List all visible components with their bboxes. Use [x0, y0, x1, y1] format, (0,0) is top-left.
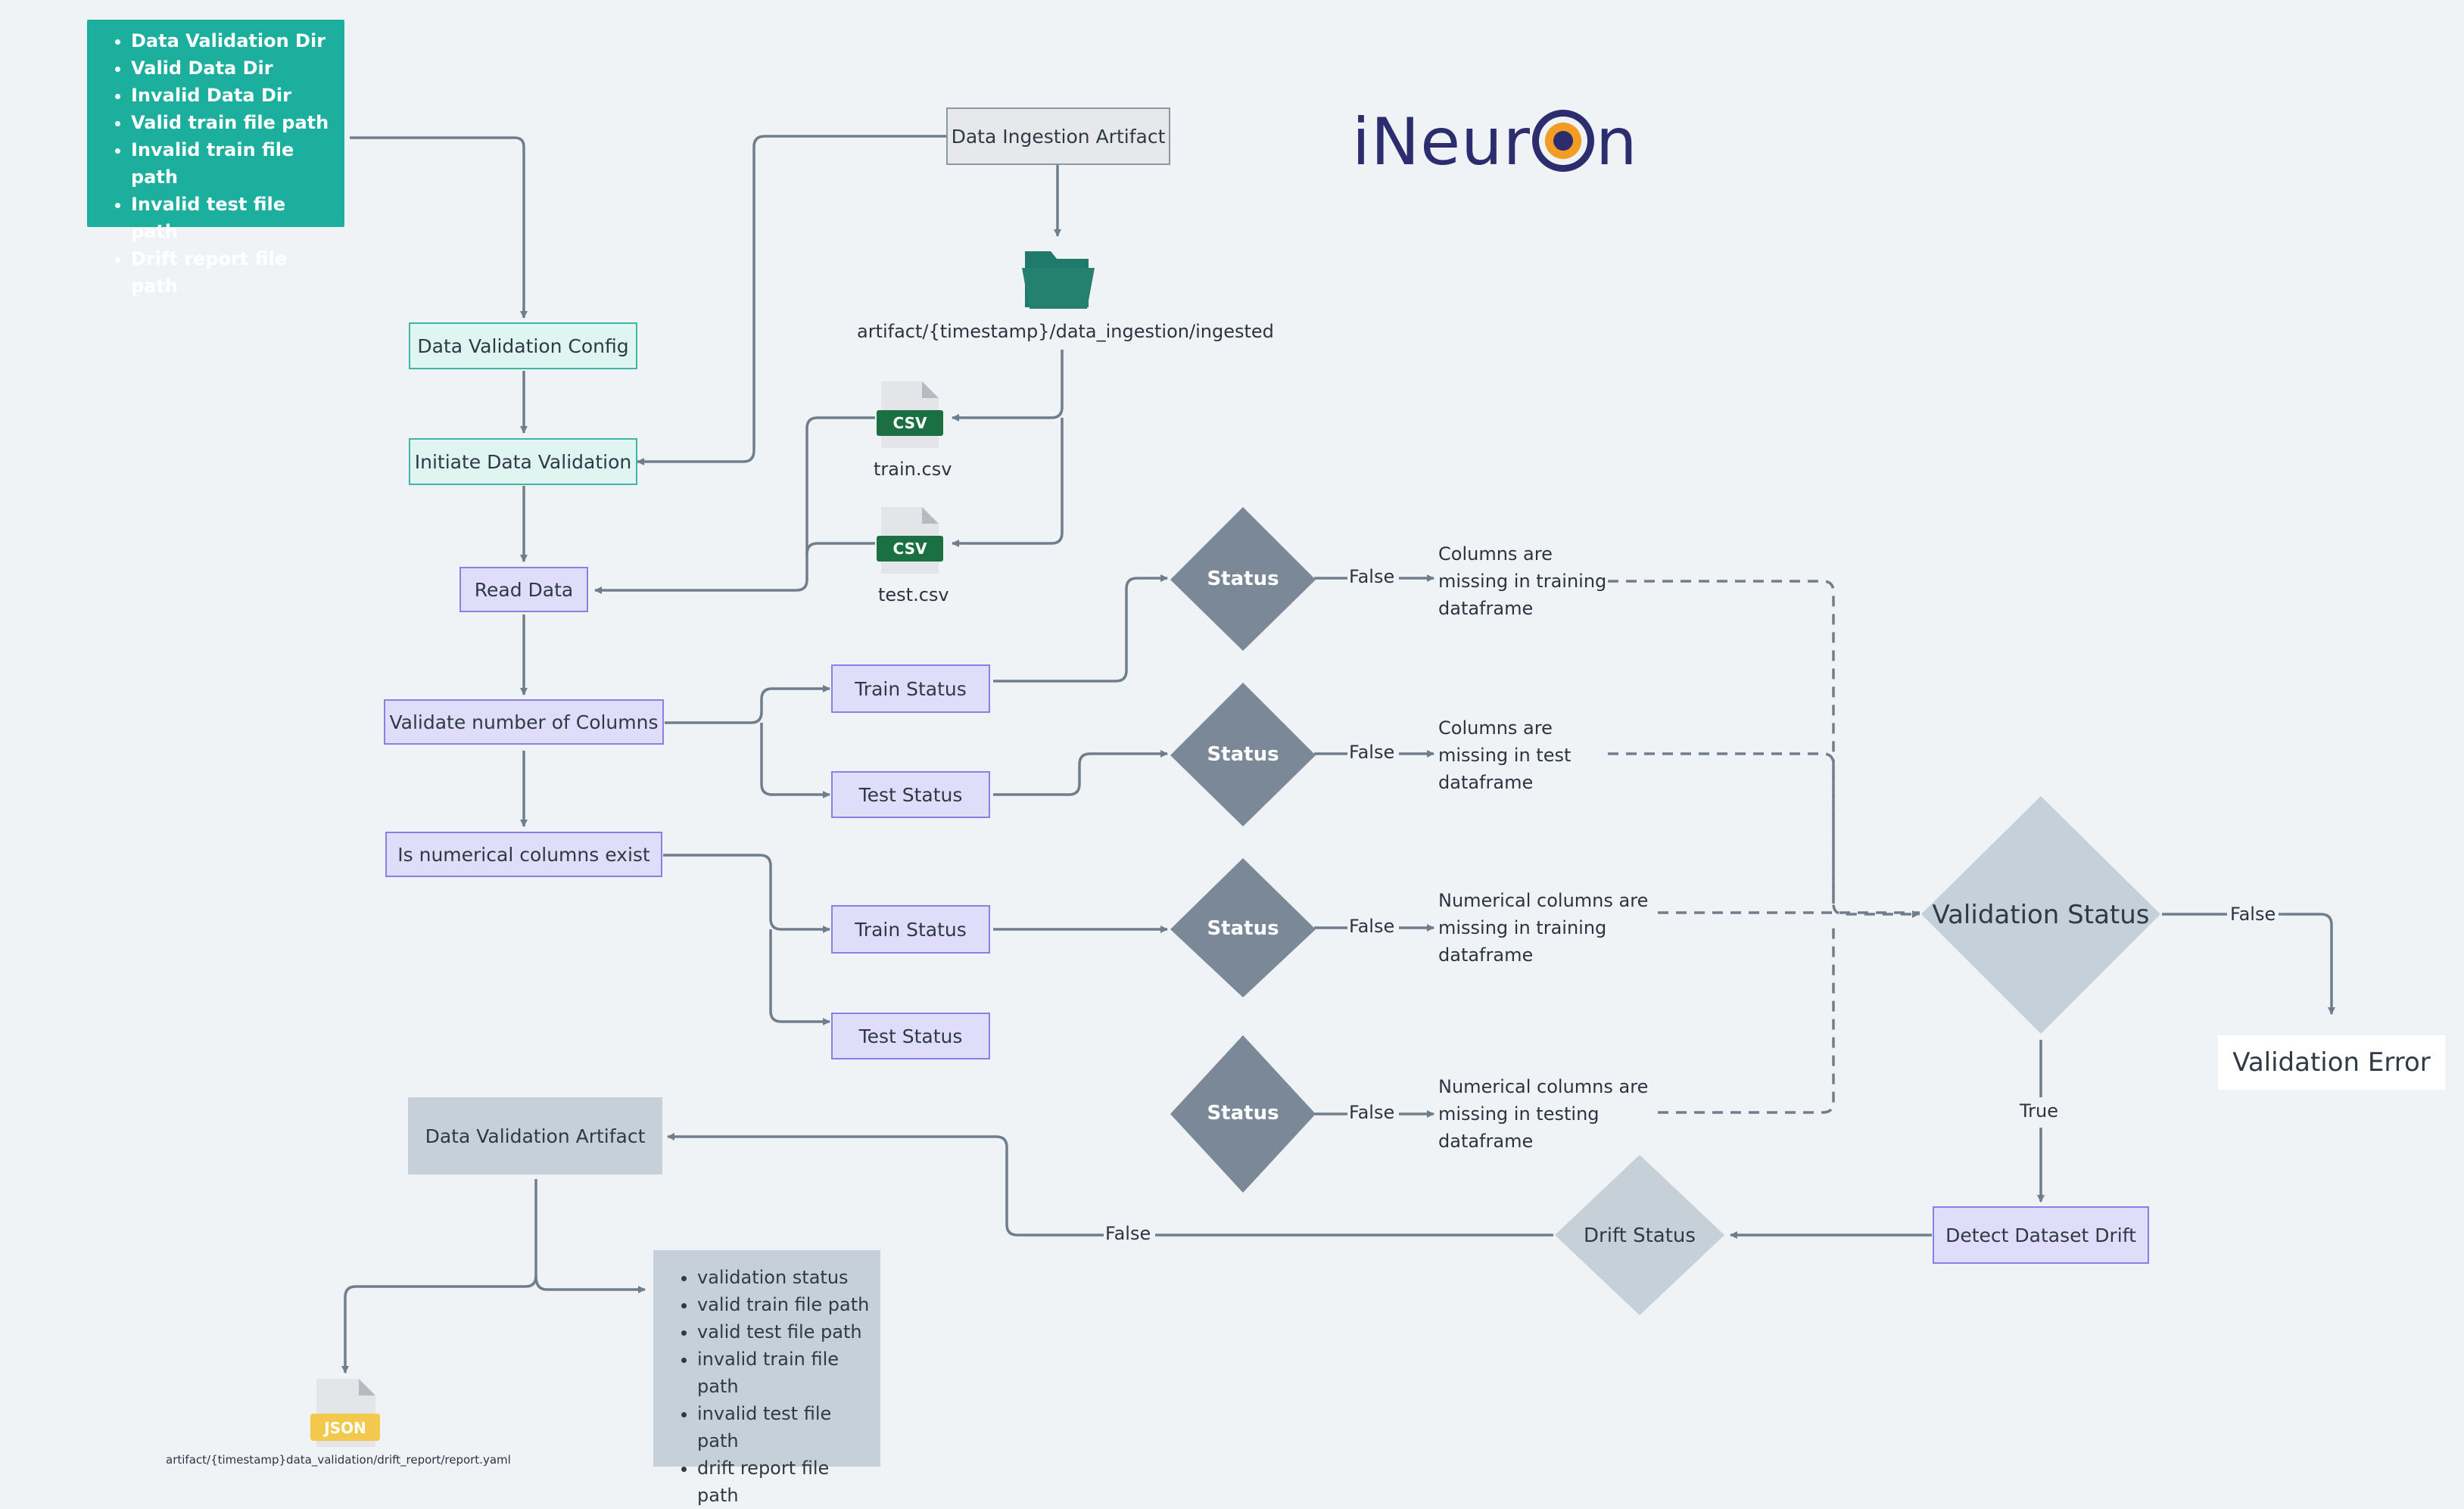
artifact-list-box: validation status valid train file path …: [653, 1250, 880, 1506]
false-label: False: [1349, 742, 1395, 763]
edge-msg4-to-validation: [1658, 923, 1835, 1114]
report-path-label: artifact/{timestamp}data_validation/drif…: [166, 1453, 511, 1467]
status-diamond-1: [1170, 507, 1316, 651]
edge-artifact-to-list: [534, 1275, 646, 1293]
edge-train1-to-status1: [993, 574, 1168, 683]
false-label: False: [1349, 916, 1395, 937]
csv-file-icon: CSV: [877, 381, 943, 448]
edge-msg2-to-validation: [1608, 752, 1835, 904]
train-status-node-1[interactable]: Train Status: [831, 664, 990, 713]
artifact-list: validation status valid train file path …: [659, 1264, 874, 1509]
edge-validate-to-train1: [665, 685, 830, 724]
status-diamond-4: [1170, 1035, 1316, 1193]
config-item: Drift report file path: [131, 245, 338, 300]
folder-icon: [1022, 251, 1095, 309]
validation-status-label: Validation Status: [1932, 900, 2150, 930]
false-label: False: [2230, 904, 2276, 925]
edge-numerical-to-test2: [769, 929, 830, 1025]
edge-folder-to-train: [952, 350, 1064, 422]
message-columns-missing-training: Columns are missing in training datafram…: [1438, 543, 1607, 619]
edge-ingestion-to-initiate: [637, 135, 946, 465]
message-numerical-missing-testing: Numerical columns are missing in testing…: [1438, 1076, 1649, 1152]
edge-numerical-to-train2: [663, 854, 830, 933]
config-item: Data Validation Dir: [131, 27, 338, 54]
read-data-node[interactable]: Read Data: [459, 567, 588, 612]
logo-text-left: iNeur: [1352, 104, 1531, 180]
edge-validate-to-test1: [760, 723, 830, 798]
status-label-4: Status: [1207, 1102, 1279, 1125]
config-item: Invalid train file path: [131, 136, 338, 191]
config-list: Data Validation Dir Valid Data Dir Inval…: [93, 27, 338, 300]
csv-badge-test: CSV: [893, 540, 927, 558]
config-item: Invalid Data Dir: [131, 82, 338, 109]
train-csv-label: train.csv: [874, 459, 952, 480]
artifact-item: invalid test file path: [697, 1400, 874, 1455]
artifact-item: valid test file path: [697, 1318, 874, 1346]
status-diamond-2: [1170, 683, 1316, 826]
validate-number-of-columns-node[interactable]: Validate number of Columns: [384, 699, 664, 745]
false-label: False: [1349, 1102, 1395, 1123]
test-status-node-1[interactable]: Test Status: [831, 771, 990, 818]
status-label-2: Status: [1207, 743, 1279, 766]
csv-badge-train: CSV: [893, 414, 927, 432]
artifact-item: validation status: [697, 1264, 874, 1291]
logo-text-right: n: [1596, 104, 1638, 180]
test-csv-label: test.csv: [878, 584, 949, 605]
artifact-item: invalid train file path: [697, 1346, 849, 1400]
detect-dataset-drift-node[interactable]: Detect Dataset Drift: [1933, 1206, 2149, 1264]
json-badge: JSON: [322, 1419, 366, 1437]
edge-folder-to-test: [952, 418, 1064, 547]
csv-file-icon: CSV: [877, 507, 943, 574]
artifact-item: drift report file path: [697, 1455, 874, 1509]
status-label-1: Status: [1207, 568, 1279, 590]
validation-error-node[interactable]: Validation Error: [2218, 1035, 2445, 1090]
data-ingestion-artifact-node[interactable]: Data Ingestion Artifact: [946, 107, 1170, 165]
edge-config-list-to-config: [350, 136, 528, 319]
edge-drift-false: [668, 1137, 1553, 1237]
edge-artifact-to-json: [341, 1179, 537, 1374]
ingested-path-label: artifact/{timestamp}/data_ingestion/inge…: [857, 321, 1274, 342]
drift-status-label: Drift Status: [1584, 1224, 1696, 1247]
config-item: Valid Data Dir: [131, 54, 338, 82]
message-numerical-missing-training: Numerical columns are missing in trainin…: [1438, 890, 1649, 966]
true-label: True: [2020, 1100, 2058, 1122]
edge-csvs-to-read: [594, 416, 875, 594]
edge-validation-false: [2162, 913, 2332, 1014]
edge-test1-to-status2: [993, 750, 1168, 796]
status-label-3: Status: [1207, 917, 1279, 940]
false-label: False: [1105, 1223, 1151, 1244]
drift-status-diamond: [1555, 1155, 1724, 1315]
artifact-item: valid train file path: [697, 1291, 874, 1318]
logo-ring-icon: [1532, 110, 1594, 172]
data-validation-config-node[interactable]: Data Validation Config: [409, 322, 637, 369]
edge-test-csv-join: [805, 542, 875, 555]
config-item: Valid train file path: [131, 109, 338, 136]
test-status-node-2[interactable]: Test Status: [831, 1013, 990, 1059]
message-columns-missing-test: Columns are missing in test dataframe: [1438, 717, 1572, 793]
initiate-data-validation-node[interactable]: Initiate Data Validation: [409, 438, 637, 485]
validation-status-diamond: [1921, 796, 2160, 1034]
data-validation-artifact-node[interactable]: Data Validation Artifact: [408, 1097, 662, 1175]
edge-msg1-to-validation: [1608, 580, 1920, 916]
config-item: Invalid test file path: [131, 191, 338, 245]
false-label: False: [1349, 566, 1395, 587]
config-list-box: Data Validation Dir Valid Data Dir Inval…: [87, 20, 344, 297]
is-numerical-columns-exist-node[interactable]: Is numerical columns exist: [385, 832, 662, 877]
train-status-node-2[interactable]: Train Status: [831, 905, 990, 954]
json-file-icon: JSON: [310, 1379, 380, 1447]
status-diamond-3: [1170, 858, 1316, 997]
